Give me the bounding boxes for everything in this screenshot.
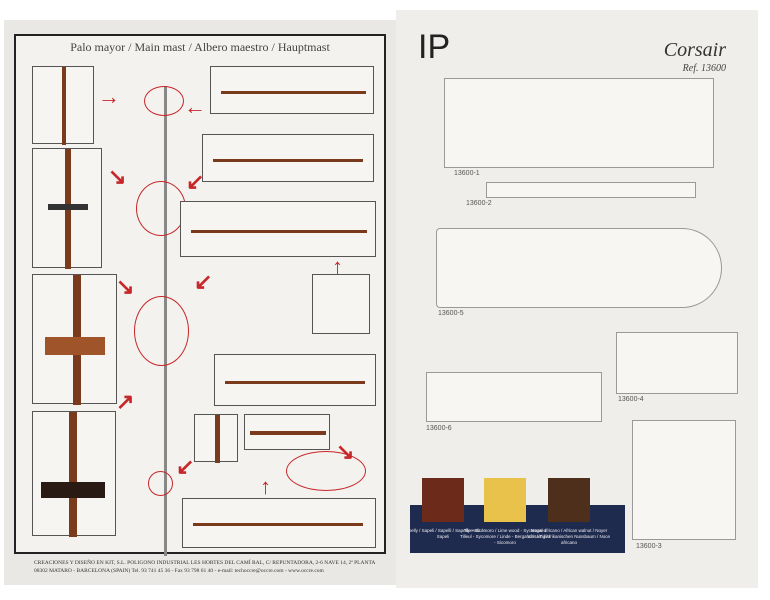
photo-block-detail bbox=[312, 274, 370, 334]
photo-mast-crosstrees bbox=[32, 148, 102, 269]
parts-sheet bbox=[444, 78, 714, 168]
sheet-label: 13600-5 bbox=[438, 310, 464, 317]
footer-address: CREACIONES Y DISEÑO EN KIT, S.L. POLIGON… bbox=[34, 560, 376, 566]
sheet-label: 13600-4 bbox=[618, 396, 644, 403]
red-arrow-icon: → bbox=[98, 84, 120, 109]
red-arrow-icon: ↙ bbox=[186, 169, 205, 194]
wood-swatch-sapelly bbox=[422, 478, 464, 522]
photo-mast-lower-platform bbox=[32, 411, 116, 537]
footer-contact: 08302 MATARO - BARCELONA (SPAIN) Tel. 93… bbox=[34, 567, 324, 574]
parts-sheet bbox=[616, 332, 738, 394]
instruction-frame: Palo mayor / Main mast / Albero maestro … bbox=[14, 34, 386, 556]
sheet-label: 13600-3 bbox=[636, 543, 662, 550]
wood-label: Tilo - Sicomoro / Lime wood - Sycamore /… bbox=[460, 528, 550, 545]
photo-mast-top-platform bbox=[32, 274, 117, 405]
red-arrow-icon: ← bbox=[184, 94, 206, 119]
red-arrow-icon: ↘ bbox=[336, 439, 355, 464]
red-arrow-icon: ↙ bbox=[176, 454, 195, 479]
photo-boom bbox=[182, 498, 376, 548]
red-arrow-icon: ↙ bbox=[194, 269, 213, 294]
publisher-footer: CREACIONES Y DISEÑO EN KIT, S.L. POLIGON… bbox=[34, 560, 384, 575]
left-page: Palo mayor / Main mast / Albero maestro … bbox=[4, 20, 396, 585]
sheet-label: 13600-6 bbox=[426, 425, 452, 432]
detail-circle bbox=[136, 181, 186, 236]
parts-sheet bbox=[486, 182, 696, 198]
right-page: IP Corsair Ref. 13600 13600-1 13600-2 13… bbox=[396, 10, 758, 588]
sheet-label: 13600-2 bbox=[466, 200, 492, 207]
wood-swatch-walnut bbox=[548, 478, 590, 522]
photo-yard-2 bbox=[202, 134, 374, 182]
photo-yard-4 bbox=[214, 354, 376, 406]
brand-logo: IP bbox=[418, 28, 451, 66]
detail-circle bbox=[144, 86, 184, 116]
red-arrow-icon: ↘ bbox=[108, 164, 127, 189]
red-arrow-icon: ↘ bbox=[116, 274, 135, 299]
photo-boom-detail bbox=[194, 414, 238, 463]
photo-yard-3 bbox=[180, 201, 376, 257]
detail-circle bbox=[286, 451, 366, 491]
red-arrow-icon: ↑ bbox=[260, 474, 271, 499]
detail-circle bbox=[134, 296, 189, 366]
wood-label: Sapelly / Sapeli / Sapelli / Sapelly-Hol… bbox=[403, 528, 483, 539]
parts-sheet bbox=[632, 420, 736, 540]
red-arrow-icon: ↑ bbox=[332, 254, 343, 279]
wood-label: Nogal africano / African walnut / Noyer … bbox=[527, 528, 611, 545]
detail-circle bbox=[148, 471, 173, 496]
model-name: Corsair bbox=[663, 39, 726, 61]
red-arrow-icon: ↗ bbox=[116, 389, 135, 414]
page-title: Palo mayor / Main mast / Albero maestro … bbox=[70, 40, 330, 54]
wood-swatch-lime bbox=[484, 478, 526, 522]
photo-boom-jaw bbox=[244, 414, 330, 450]
photo-yard-1 bbox=[210, 66, 374, 114]
parts-sheet bbox=[436, 228, 722, 308]
model-reference: Ref. 13600 bbox=[682, 63, 726, 74]
photo-mast-top bbox=[32, 66, 94, 145]
parts-sheet bbox=[426, 372, 602, 422]
sheet-label: 13600-1 bbox=[454, 170, 480, 177]
